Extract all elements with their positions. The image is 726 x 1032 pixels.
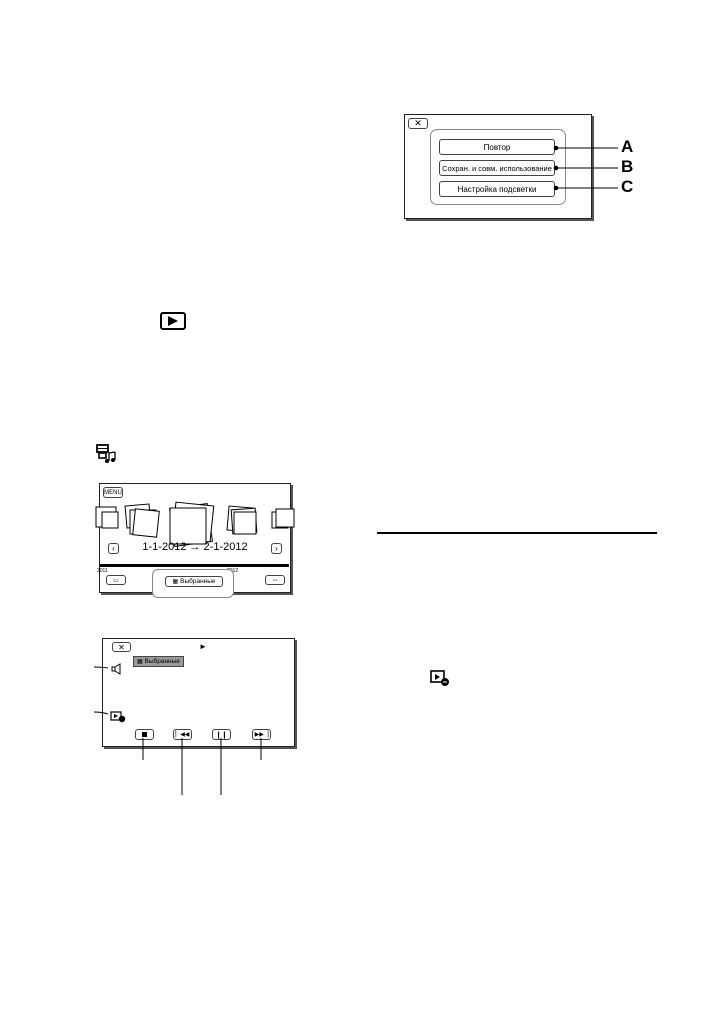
share-playback-icon[interactable] (110, 711, 126, 723)
callout-c: C (621, 177, 634, 196)
highlight-movie-label: Выбранные (180, 578, 216, 585)
callout-a: A (621, 137, 634, 156)
next-date-button[interactable]: › (271, 543, 282, 554)
pause-icon: ❙❙ (215, 731, 228, 739)
next-icon: ▶▶▕ (254, 732, 269, 738)
close-button[interactable]: ✕ (408, 118, 428, 129)
stop-button[interactable] (135, 729, 154, 740)
highlight-screen: MENU ‹ 1-1-2012 → 2-1-2012 › 2011 2012 ▭… (95, 483, 295, 598)
callout-b: B (621, 157, 634, 176)
section-divider (377, 532, 657, 534)
title-badge: ▦ Выбранные (133, 656, 184, 667)
date-range-text: 1-1-2012 → 2-1-2012 (142, 541, 248, 553)
timeline-bar[interactable] (100, 564, 289, 567)
highlight-movie-icon (96, 444, 116, 463)
volume-icon[interactable] (111, 663, 123, 675)
title-badge-label: Выбранные (144, 658, 180, 665)
timeline-start-label: 2011 (97, 568, 108, 574)
close-playback-button[interactable]: ✕ (112, 642, 131, 652)
highlight-badge-icon: ▦ (137, 659, 143, 665)
save-share-option-button[interactable]: Сохран. и совм. использование (439, 160, 555, 176)
previous-icon: ▏◀◀ (175, 732, 190, 738)
previous-date-button[interactable]: ‹ (108, 543, 119, 554)
options-group (430, 129, 566, 205)
scroll-button[interactable]: ⇔ (265, 575, 285, 585)
stop-icon (142, 732, 147, 737)
thumbnails (95, 501, 295, 548)
view-mode-button[interactable]: ▭ (106, 575, 126, 585)
playback-screen: ✕ ► ▦ Выбранные ▏◀◀ ❙❙ ▶▶▕ (102, 638, 295, 747)
play-indicator: ► (199, 642, 207, 651)
highlight-small-icon: ▦ (172, 579, 179, 585)
playback-icon (160, 312, 186, 330)
share-playback-inline-icon (430, 670, 449, 686)
menu-button[interactable]: MENU (103, 487, 123, 498)
highlight-movie-button[interactable]: ▦Выбранные (165, 576, 223, 587)
menu-screen: ✕ Повтор Сохран. и совм. использование Н… (404, 114, 592, 219)
